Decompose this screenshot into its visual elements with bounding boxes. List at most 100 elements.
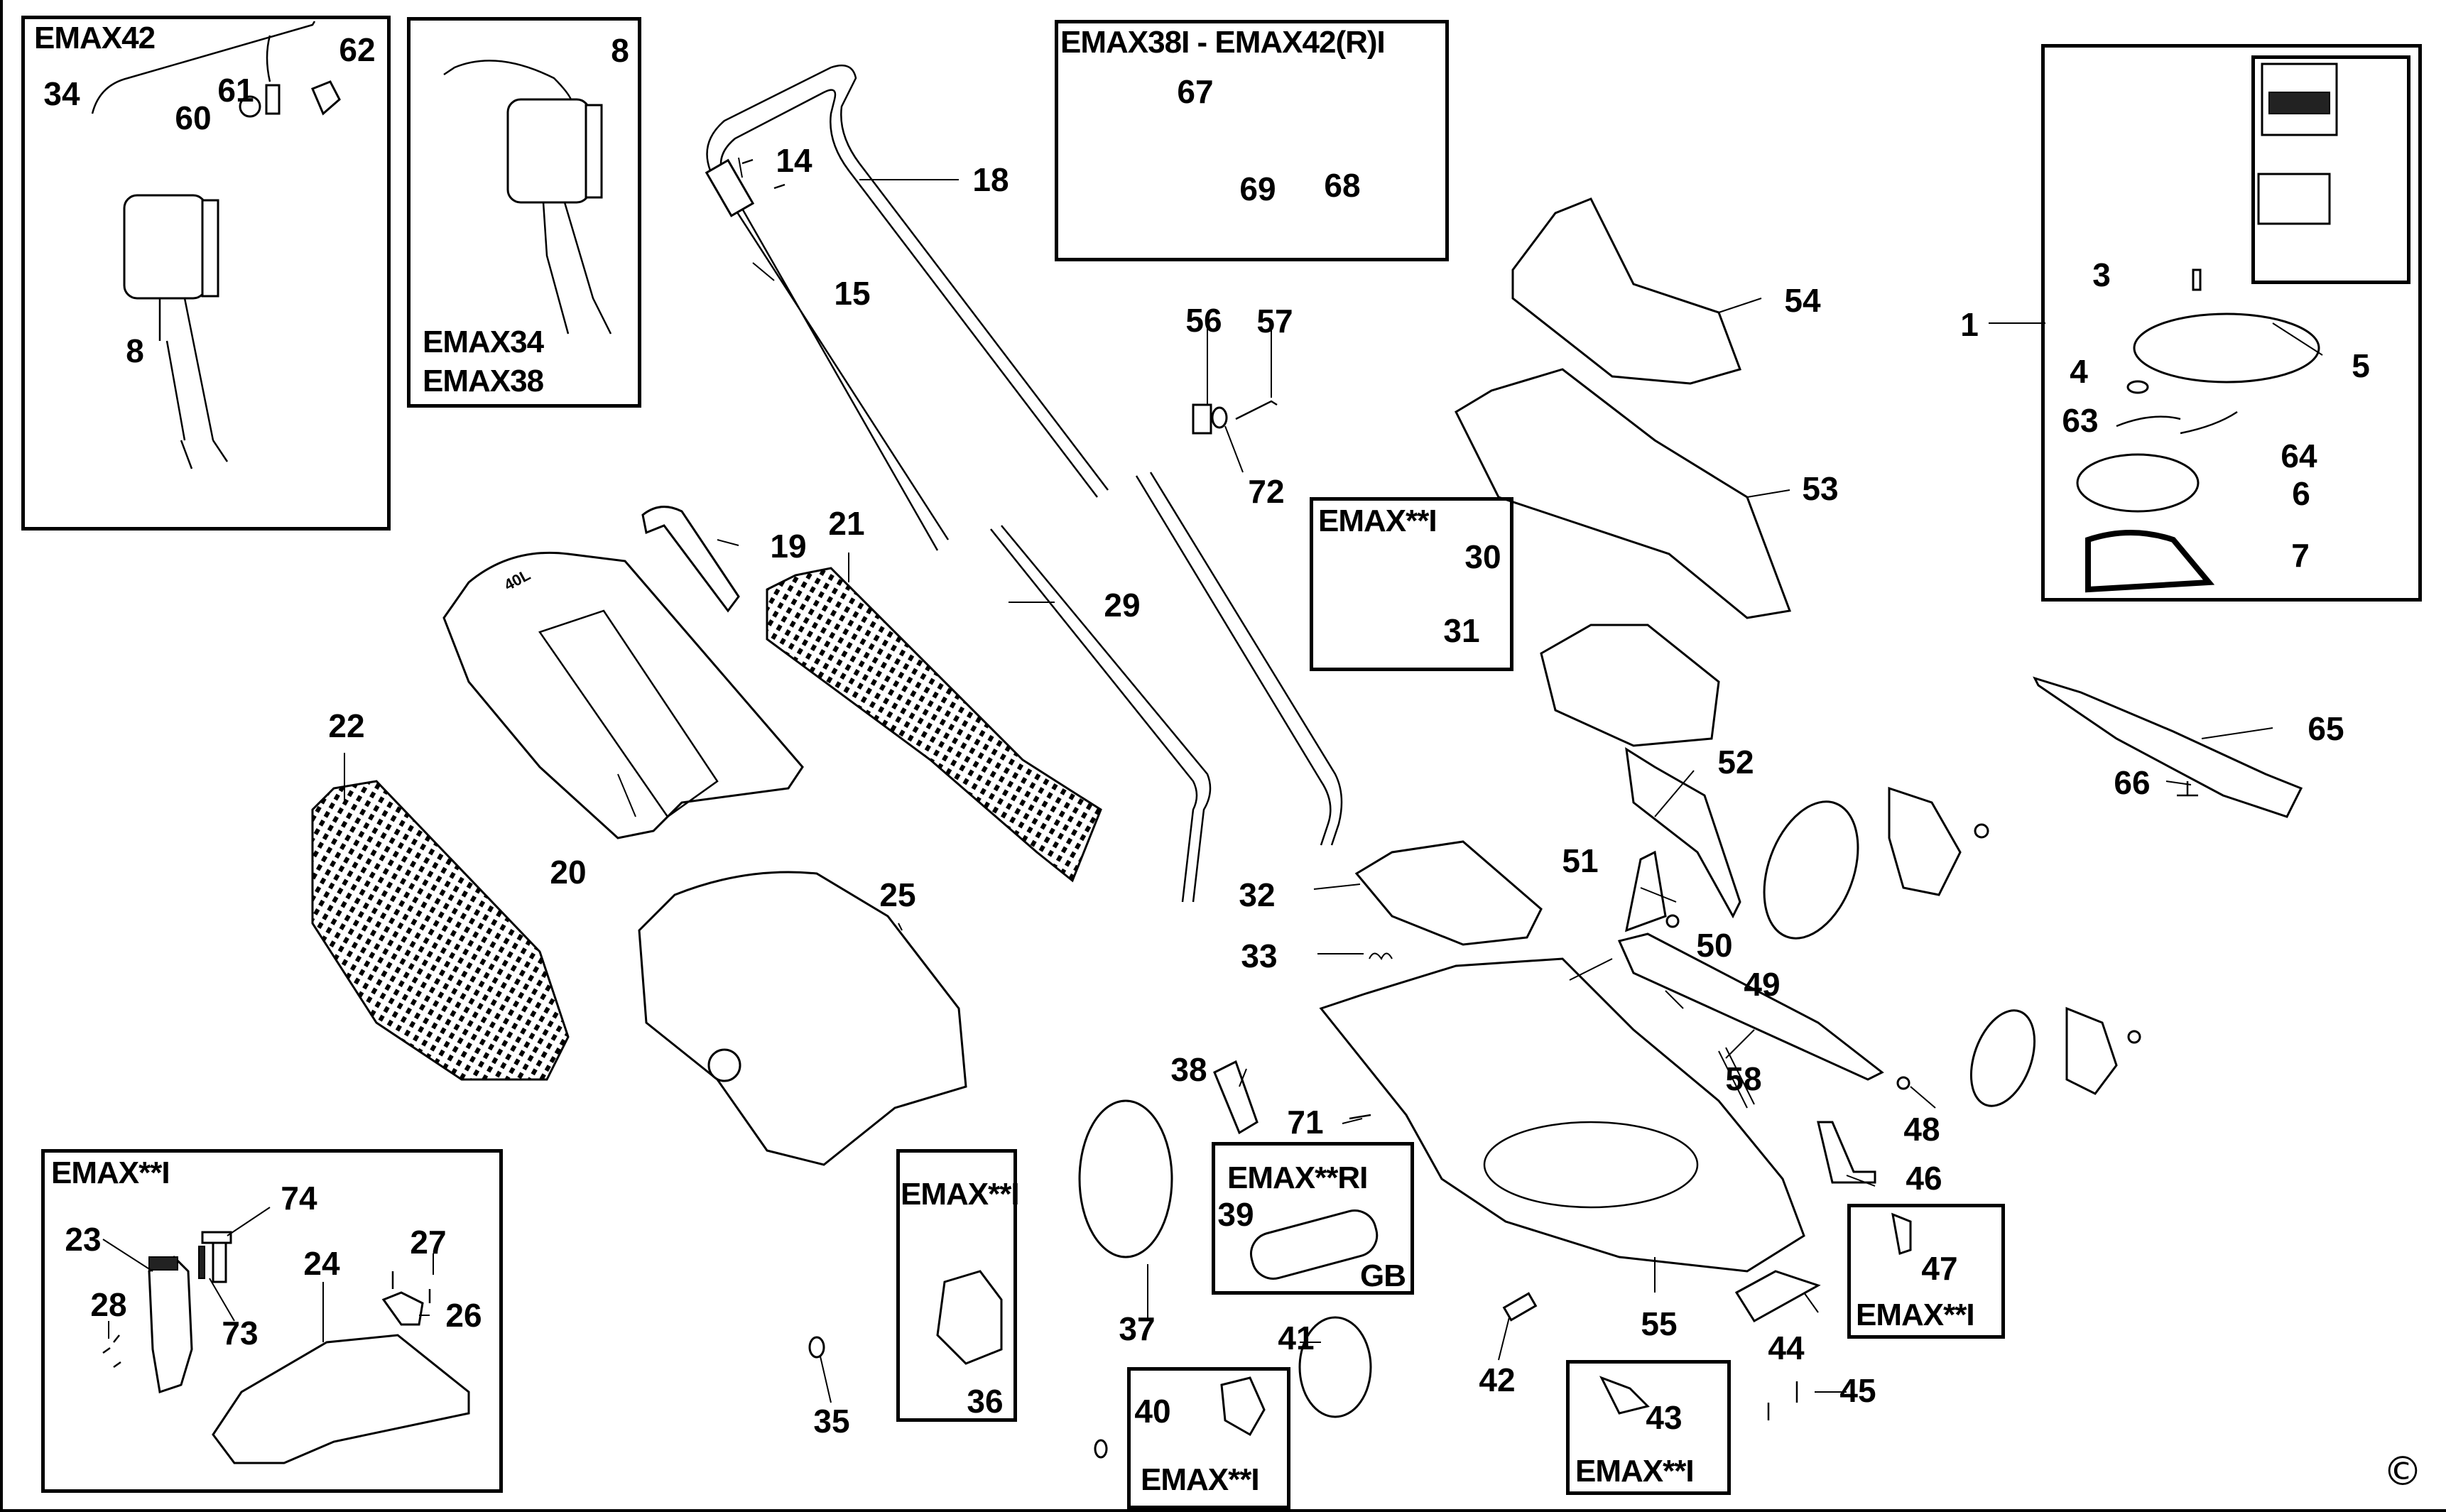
label-part-14: 14 — [776, 142, 812, 179]
label-part-55: 55 — [1641, 1305, 1678, 1342]
roller-region-gb: GB — [1360, 1258, 1406, 1293]
label-part-5: 5 — [2352, 347, 2370, 384]
label-part-44: 44 — [1768, 1329, 1805, 1366]
blade-65 — [2033, 676, 2303, 818]
battery-cover-32 — [1354, 840, 1543, 946]
box-title-part-47-kit: EMAX**I — [1856, 1298, 1975, 1332]
label-part-1: 1 — [1960, 306, 1979, 343]
label-part-69: 69 — [1239, 170, 1276, 207]
box-motor-inset — [2251, 55, 2410, 284]
screws-45 — [1767, 1381, 1798, 1420]
label-part-52: 52 — [1717, 744, 1754, 781]
cable-34 — [91, 21, 316, 114]
part-61 — [265, 84, 281, 115]
label-part-65: 65 — [2308, 710, 2344, 747]
front-wheel-37 — [1078, 1099, 1173, 1258]
knob-56 — [1192, 403, 1212, 435]
label-part-47: 47 — [1921, 1250, 1958, 1287]
box-height-adjust-kit — [41, 1149, 503, 1493]
label-part-33: 33 — [1241, 937, 1278, 974]
label-part-73: 73 — [222, 1315, 259, 1351]
washer-4 — [2126, 380, 2149, 394]
box-title-part-43-kit: EMAX**I — [1575, 1454, 1695, 1489]
label-part-25: 25 — [879, 876, 916, 913]
pulley-6 — [2076, 453, 2200, 513]
label-part-20: 20 — [550, 854, 587, 891]
label-part-4: 4 — [2070, 353, 2088, 390]
bracket-38 — [1213, 1060, 1259, 1135]
label-part-18: 18 — [972, 161, 1009, 198]
height-lever-49 — [1617, 932, 1884, 1081]
motor-armature — [2257, 173, 2331, 225]
upper-handle-18 — [705, 64, 1109, 551]
label-part-57: 57 — [1256, 303, 1293, 339]
part-60 — [239, 95, 261, 118]
box-title-roller-kit: EMAX**RI — [1227, 1160, 1368, 1195]
label-part-56: 56 — [1185, 302, 1222, 339]
switch-assembly-emax34-38 — [443, 60, 612, 335]
label-part-34: 34 — [43, 75, 80, 112]
box-motor-kit — [2041, 44, 2422, 602]
label-part-62: 62 — [339, 31, 376, 68]
label-part-6: 6 — [2292, 475, 2310, 512]
box-title-emax34: EMAX34 — [423, 325, 544, 359]
label-part-41: 41 — [1278, 1320, 1315, 1356]
washer-50 — [1665, 914, 1680, 928]
label-part-61: 61 — [217, 72, 254, 109]
label-part-38: 38 — [1170, 1051, 1207, 1088]
spring-33 — [1369, 952, 1393, 961]
label-part-27: 27 — [410, 1224, 447, 1261]
gear-housing-5 — [2133, 312, 2320, 384]
page-border-left — [0, 0, 3, 1512]
label-part-32: 32 — [1239, 876, 1276, 913]
belt-7 — [2085, 530, 2215, 593]
rear-wheel-small — [1969, 1009, 2036, 1107]
box-emax34-38 — [407, 17, 641, 408]
label-part-72: 72 — [1248, 473, 1285, 510]
lever-51 — [1625, 850, 1667, 932]
wheel-insert-right — [1888, 786, 1962, 896]
label-part-19: 19 — [770, 528, 807, 565]
label-part-67: 67 — [1177, 73, 1214, 110]
clip-42 — [1502, 1292, 1538, 1322]
label-part-35: 35 — [813, 1403, 850, 1440]
label-part-58: 58 — [1725, 1060, 1762, 1097]
bracket-63 — [2116, 410, 2238, 435]
label-part-45: 45 — [1839, 1372, 1876, 1409]
box-roller-kit — [1212, 1142, 1414, 1295]
label-part-22: 22 — [328, 707, 365, 744]
box-title-emax38: EMAX38 — [423, 364, 544, 398]
box-emax42 — [21, 16, 391, 531]
axle-46 — [1817, 1121, 1876, 1184]
label-part-28: 28 — [90, 1286, 127, 1323]
grassbox-mesh-22 — [311, 780, 570, 1081]
box-title-height-adjust-kit: EMAX**I — [51, 1155, 170, 1190]
box-title-wheel-insert-40: EMAX**I — [1141, 1462, 1260, 1497]
label-part-23: 23 — [65, 1221, 102, 1258]
label-part-51: 51 — [1562, 842, 1599, 879]
label-part-42: 42 — [1479, 1361, 1516, 1398]
label-part-64: 64 — [2281, 437, 2317, 474]
label-part-46: 46 — [1906, 1160, 1942, 1197]
label-part-26: 26 — [445, 1297, 482, 1334]
grip-19 — [641, 506, 740, 613]
label-part-31: 31 — [1443, 612, 1480, 649]
part-15 — [705, 158, 755, 217]
label-part-71: 71 — [1287, 1104, 1324, 1141]
box-title-handle-knob-kit: EMAX**I — [1318, 504, 1437, 538]
motor-cover-54 — [1511, 197, 1741, 385]
label-part-68: 68 — [1324, 167, 1361, 204]
box-wheel-insert-40 — [1127, 1367, 1290, 1509]
label-part-8-emax34: 8 — [611, 32, 629, 69]
motor-assembly — [1540, 624, 1720, 747]
label-part-29: 29 — [1104, 587, 1141, 624]
pin-71 — [1349, 1114, 1371, 1120]
label-part-24: 24 — [303, 1245, 340, 1282]
label-part-3: 3 — [2092, 256, 2111, 293]
box-title-bail-kit: EMAX38I - EMAX42(R)I — [1060, 25, 1386, 60]
label-part-15: 15 — [834, 275, 871, 312]
handle-44 — [1734, 1270, 1821, 1323]
screw-3 — [2192, 268, 2202, 291]
